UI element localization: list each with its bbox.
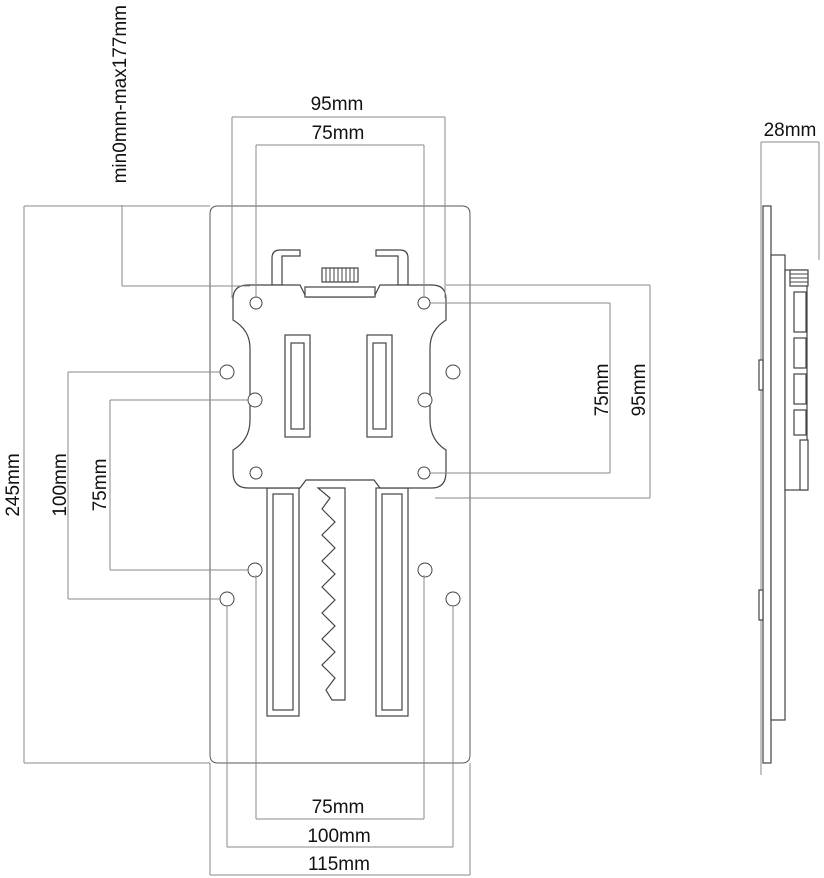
left-rail-inner <box>272 493 294 711</box>
label-right-outer: 95mm <box>629 364 650 417</box>
label-bottom-outer: 115mm <box>308 854 370 875</box>
right-slot-inner <box>372 342 387 430</box>
knob-ridges <box>325 268 355 282</box>
side-knob-ridges <box>790 273 808 283</box>
side-slot <box>793 373 807 405</box>
label-right-inner: 75mm <box>592 364 613 417</box>
side-view <box>758 141 820 775</box>
hole <box>417 296 431 310</box>
label-bottom-inner: 75mm <box>312 797 365 818</box>
plate-latch <box>304 286 376 298</box>
dimension-labels: 95mm 75mm min0mm-max177mm 75mm 95mm 245m… <box>3 5 816 875</box>
hole <box>445 591 461 607</box>
side-tab <box>799 439 809 491</box>
label-bottom-mid: 100mm <box>307 826 370 847</box>
hole <box>247 392 263 408</box>
side-back-plate <box>762 205 772 764</box>
side-nub <box>758 589 764 621</box>
label-depth: 28mm <box>764 120 817 141</box>
label-top-outer: 95mm <box>311 94 364 115</box>
hole <box>417 392 433 408</box>
hole <box>249 466 263 480</box>
hole <box>249 296 263 310</box>
serrated-slider <box>316 487 346 701</box>
side-nub <box>758 359 764 391</box>
right-hook <box>375 249 409 286</box>
left-slot-inner <box>290 342 305 430</box>
side-slot <box>793 409 807 436</box>
left-hook <box>271 249 301 286</box>
side-bracket <box>770 254 786 721</box>
vesa-plate <box>232 284 447 489</box>
hole <box>417 562 433 578</box>
side-slot <box>793 337 807 369</box>
hole <box>445 364 461 380</box>
hole <box>247 562 263 578</box>
label-total-height: 245mm <box>3 453 24 516</box>
tension-knob <box>321 267 359 283</box>
label-left-outer: 100mm <box>50 453 71 516</box>
right-rail-inner <box>381 493 403 711</box>
hole <box>417 466 431 480</box>
hole <box>219 591 235 607</box>
label-adjust-range: min0mm-max177mm <box>110 5 131 183</box>
label-left-inner: 75mm <box>90 459 111 512</box>
dimension-lines <box>23 116 651 876</box>
hole <box>219 364 235 380</box>
label-top-inner: 75mm <box>312 123 365 144</box>
front-view <box>209 205 471 764</box>
side-slot <box>793 291 807 333</box>
